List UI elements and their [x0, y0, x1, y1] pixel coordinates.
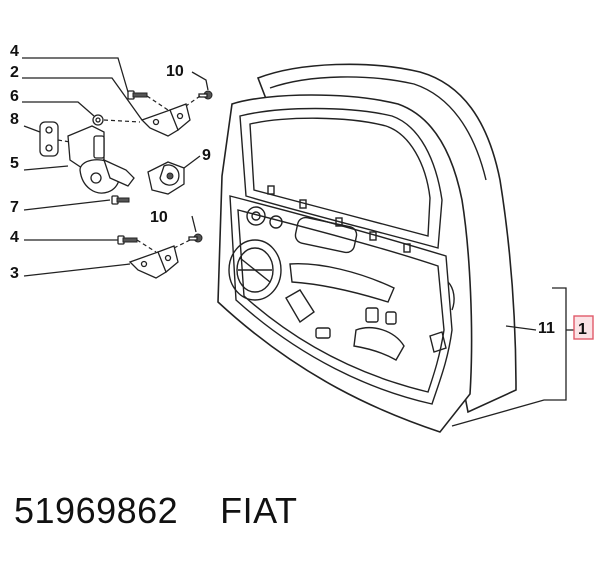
callout-5: 5 [10, 155, 19, 172]
hinge-bracket-2 [140, 103, 191, 137]
callout-labels: 4 2 6 8 5 7 4 3 10 10 9 11 1 [10, 43, 594, 340]
callout-6: 6 [10, 88, 19, 105]
callout-1: 1 [578, 321, 587, 338]
plate-8 [39, 121, 59, 157]
callout-10-lower: 10 [150, 209, 168, 226]
part-number: 51969862 [14, 490, 179, 531]
hinge-bracket-3 [128, 245, 179, 279]
callout-10-upper: 10 [166, 63, 184, 80]
callout-2: 2 [10, 64, 19, 81]
brand-name: FIAT [220, 490, 298, 531]
callout-1-highlight: 1 [573, 315, 594, 340]
callout-9: 9 [202, 147, 211, 164]
assembly-guides [57, 95, 201, 253]
leader-lines [22, 57, 574, 427]
callout-8: 8 [10, 111, 19, 128]
callout-7: 7 [10, 199, 19, 216]
door-check-5 [67, 125, 135, 194]
part-caption: 51969862 FIAT [14, 490, 298, 540]
bolt-4-upper [127, 90, 148, 100]
callout-4-lower: 4 [10, 229, 19, 246]
screw-10-upper [198, 90, 213, 100]
door-inner-panel [217, 94, 473, 433]
callout-4-upper: 4 [10, 43, 19, 60]
bolt-4-lower [117, 235, 138, 245]
screw-10-lower [188, 233, 203, 243]
callout-11: 11 [538, 320, 555, 337]
nut-6 [92, 114, 104, 126]
hinge-pin-bracket-9 [147, 161, 185, 195]
bolt-7 [111, 195, 130, 205]
callout-3: 3 [10, 265, 19, 282]
